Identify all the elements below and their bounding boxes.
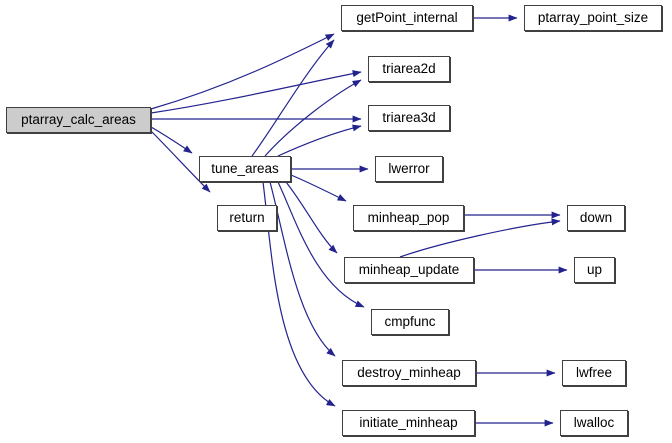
graph-node-ptarray_calc_areas[interactable]: ptarray_calc_areas <box>6 107 151 133</box>
graph-edge-tune_areas-to-minheap_update <box>285 181 338 254</box>
graph-edge-tune_areas-to-minheap_pop <box>290 174 347 202</box>
graph-edge-minheap_update-to-down <box>399 218 561 258</box>
graph-node-label: ptarray_point_size <box>537 10 649 26</box>
graph-node-lwerror[interactable]: lwerror <box>375 156 443 182</box>
graph-node-initiate_minheap[interactable]: initiate_minheap <box>342 410 475 436</box>
graph-node-label: initiate_minheap <box>359 415 458 431</box>
graph-node-triarea2d[interactable]: triarea2d <box>368 56 450 82</box>
graph-node-down[interactable]: down <box>567 205 625 231</box>
graph-node-triarea3d[interactable]: triarea3d <box>368 105 450 131</box>
graph-node-label: tune_areas <box>211 161 279 177</box>
graph-edge-tune_areas-to-destroy_minheap <box>269 181 336 357</box>
graph-node-label: return <box>229 210 265 226</box>
graph-node-up[interactable]: up <box>574 257 615 283</box>
graph-node-label: ptarray_calc_areas <box>21 112 136 128</box>
graph-node-label: lwerror <box>388 161 430 177</box>
graph-edge-tune_areas-to-triarea2d <box>264 79 362 157</box>
graph-node-label: lwfree <box>575 365 612 381</box>
graph-node-destroy_minheap[interactable]: destroy_minheap <box>342 360 476 386</box>
graph-node-lwfree[interactable]: lwfree <box>562 360 626 386</box>
graph-edge-tune_areas-to-getPoint_internal <box>251 39 335 157</box>
graph-edge-ptarray_calc_areas-to-getPoint_internal <box>150 33 335 110</box>
graph-node-minheap_pop[interactable]: minheap_pop <box>353 205 464 231</box>
graph-node-getPoint_internal[interactable]: getPoint_internal <box>341 5 473 31</box>
graph-node-cmpfunc[interactable]: cmpfunc <box>371 309 449 335</box>
graph-node-label: minheap_update <box>358 262 460 278</box>
graph-edge-tune_areas-to-triarea3d <box>277 124 362 157</box>
graph-node-label: triarea3d <box>382 110 436 126</box>
graph-node-label: up <box>586 262 603 278</box>
graph-node-label: triarea2d <box>382 61 436 77</box>
graph-node-label: lwalloc <box>573 415 615 431</box>
graph-edge-tune_areas-to-cmpfunc <box>277 181 365 308</box>
graph-edge-ptarray_calc_areas-to-triarea2d <box>150 70 362 114</box>
graph-node-minheap_update[interactable]: minheap_update <box>344 257 474 283</box>
graph-node-label: down <box>579 210 613 226</box>
graph-edge-ptarray_calc_areas-to-return <box>150 130 211 193</box>
graph-node-tune_areas[interactable]: tune_areas <box>199 156 291 182</box>
graph-node-label: minheap_pop <box>367 210 450 226</box>
graph-node-label: cmpfunc <box>384 314 436 330</box>
graph-node-label: destroy_minheap <box>357 365 461 381</box>
graph-node-lwalloc[interactable]: lwalloc <box>560 410 628 436</box>
graph-node-ptarray_point_size[interactable]: ptarray_point_size <box>524 5 662 31</box>
graph-edge-ptarray_calc_areas-to-tune_areas <box>150 126 193 154</box>
graph-node-return[interactable]: return <box>217 205 277 231</box>
graph-node-label: getPoint_internal <box>356 10 458 26</box>
